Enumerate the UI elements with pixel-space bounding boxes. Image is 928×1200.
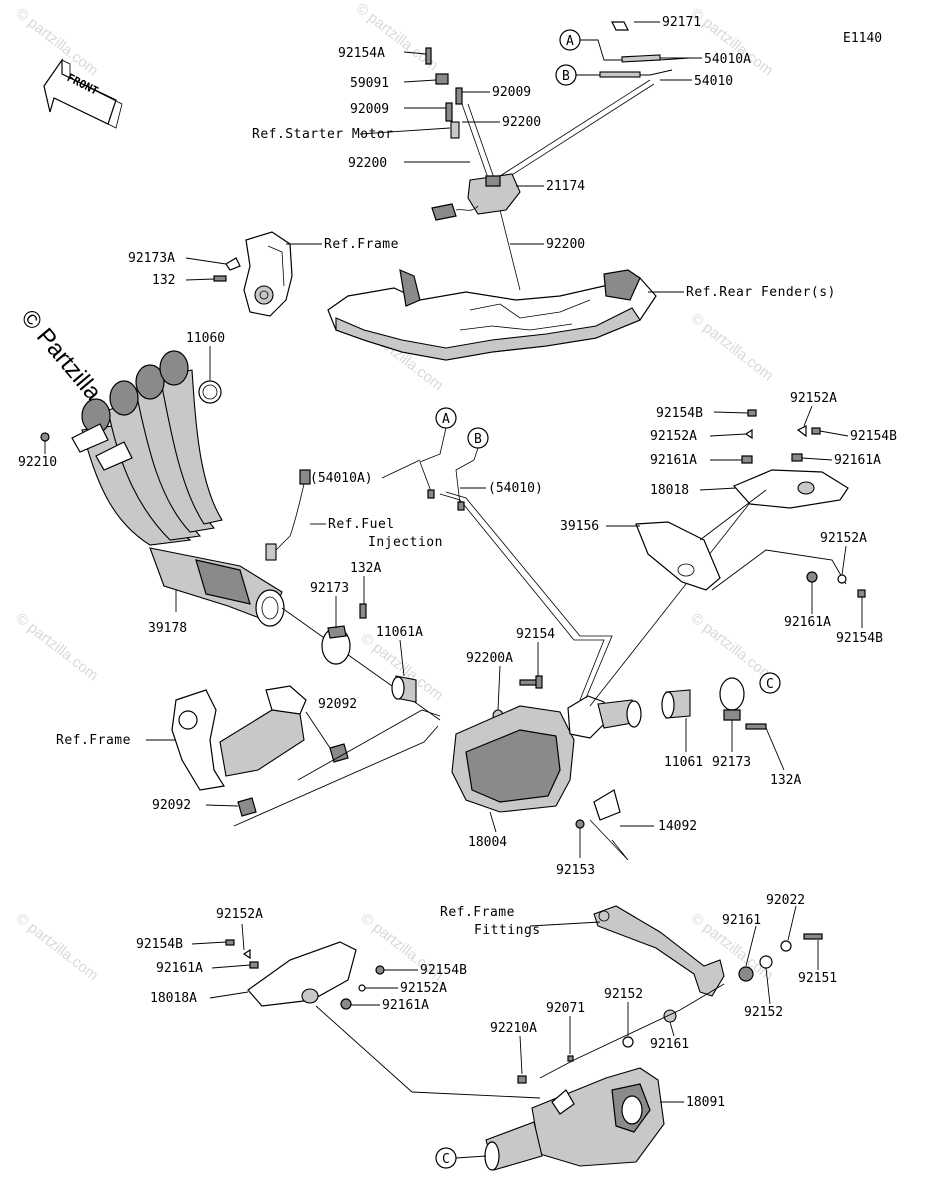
label-11061A: 11061A — [376, 625, 423, 640]
label-92161A-c: 92161A — [784, 615, 831, 630]
label-92152A-c: 92152A — [820, 531, 867, 546]
label-92210A: 92210A — [490, 1021, 537, 1036]
label-92200-low: 92200 — [546, 237, 585, 252]
label-ref-starter-motor: Ref.Starter Motor — [252, 127, 394, 142]
label-92009-right: 92009 — [492, 85, 531, 100]
label-92200-top: 92200 — [502, 115, 541, 130]
label-92161A-b: 92161A — [834, 453, 881, 468]
label-92092-bottom: 92092 — [152, 798, 191, 813]
label-92200A: 92200A — [466, 651, 513, 666]
label-92152A-a: 92152A — [650, 429, 697, 444]
label-injection: Injection — [368, 535, 443, 550]
heat-cover-right — [635, 409, 866, 598]
label-11061: 11061 — [664, 755, 703, 770]
callout-b-top: B — [562, 69, 570, 84]
label-92171: 92171 — [662, 15, 701, 30]
label-92161-bottom: 92161 — [650, 1037, 689, 1052]
label-92009-left: 92009 — [350, 102, 389, 117]
label-92092-top: 92092 — [318, 697, 357, 712]
label-132: 132 — [152, 273, 175, 288]
partzilla-watermark: © Partzilla — [15, 305, 107, 407]
label-14092: 14092 — [658, 819, 697, 834]
label-92154B-a: 92154B — [656, 406, 703, 421]
label-92022: 92022 — [766, 893, 805, 908]
label-ref-rear-fender: Ref.Rear Fender(s) — [686, 285, 836, 300]
callout-c-bottom: C — [442, 1152, 450, 1167]
exhaust-header-assembly — [40, 350, 441, 721]
label-ref-frame-left: Ref.Frame — [56, 733, 131, 748]
label-92200-mid: 92200 — [348, 156, 387, 171]
label-21174: 21174 — [546, 179, 585, 194]
label-92161A-a: 92161A — [650, 453, 697, 468]
top-cable-assembly: A B — [213, 21, 691, 361]
label-92210: 92210 — [18, 455, 57, 470]
label-ref-frame-fittings-1: Ref.Frame — [440, 905, 515, 920]
callout-c-mid: C — [766, 677, 774, 692]
label-92154B-b: 92154B — [850, 429, 897, 444]
watermark-7: © partzilla.com — [13, 610, 102, 685]
leader-lines — [44, 21, 863, 1103]
label-54010: 54010 — [694, 74, 733, 89]
label-92152A-e: 92152A — [400, 981, 447, 996]
label-92152-right: 92152 — [744, 1005, 783, 1020]
label-54010-paren: (54010) — [488, 481, 543, 496]
label-59091: 59091 — [350, 76, 389, 91]
label-92154: 92154 — [516, 627, 555, 642]
label-92161A-e: 92161A — [382, 998, 429, 1013]
label-ref-fuel: Ref.Fuel — [328, 517, 395, 532]
diagram-code: E1140 — [843, 31, 882, 46]
silencer-assembly: C — [225, 905, 823, 1171]
label-39156: 39156 — [560, 519, 599, 534]
label-18091: 18091 — [686, 1095, 725, 1110]
watermark-9: © partzilla.com — [13, 910, 102, 985]
watermark-6: © partzilla.com — [688, 610, 777, 685]
label-92161-top: 92161 — [722, 913, 761, 928]
label-39178: 39178 — [148, 621, 187, 636]
label-92152A-d: 92152A — [216, 907, 263, 922]
callout-a-top: A — [566, 34, 574, 49]
callout-a-mid: A — [442, 412, 450, 427]
exhaust-mid-assembly: A B C — [171, 407, 781, 861]
watermark-4: © partzilla.com — [688, 310, 777, 385]
label-92154B-d: 92154B — [136, 937, 183, 952]
label-18004: 18004 — [468, 835, 507, 850]
label-92152A-b: 92152A — [790, 391, 837, 406]
label-ref-frame-top: Ref.Frame — [324, 237, 399, 252]
label-ref-frame-fittings-2: Fittings — [474, 923, 541, 938]
label-92071: 92071 — [546, 1001, 585, 1016]
label-132A-left: 132A — [350, 561, 381, 576]
part-labels: 92171 54010A 54010 92154A 59091 92009 92… — [18, 15, 897, 1110]
label-92154B-c: 92154B — [836, 631, 883, 646]
label-92152-left: 92152 — [604, 987, 643, 1002]
label-132A-right: 132A — [770, 773, 801, 788]
label-18018A: 18018A — [150, 991, 197, 1006]
label-18018: 18018 — [650, 483, 689, 498]
label-54010A: 54010A — [704, 52, 751, 67]
label-92151: 92151 — [798, 971, 837, 986]
label-92154B-e: 92154B — [420, 963, 467, 978]
label-92161A-d: 92161A — [156, 961, 203, 976]
label-92173-right: 92173 — [712, 755, 751, 770]
label-92173-left: 92173 — [310, 581, 349, 596]
label-11060: 11060 — [186, 331, 225, 346]
label-92154A: 92154A — [338, 46, 385, 61]
label-92153: 92153 — [556, 863, 595, 878]
label-92173A: 92173A — [128, 251, 175, 266]
callout-b-mid: B — [474, 432, 482, 447]
label-54010A-paren: (54010A) — [310, 471, 373, 486]
